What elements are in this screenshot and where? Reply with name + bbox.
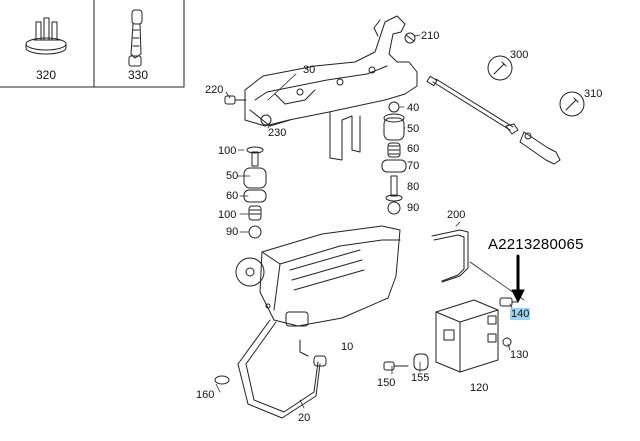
- mount-stack-right: [381, 101, 407, 215]
- cable-330-drawing: [128, 9, 143, 67]
- callout-230: 230: [268, 127, 287, 139]
- pointer-arrow: [511, 254, 525, 303]
- leader-lines: [215, 34, 515, 409]
- callout-155: 155: [411, 372, 430, 384]
- callout-200: 200: [447, 209, 466, 221]
- callout-310: 310: [584, 88, 603, 100]
- callout-60-right: 60: [407, 143, 420, 155]
- callout-300: 300: [510, 49, 529, 61]
- bracket-30-drawing: [244, 15, 418, 161]
- fitting-310-drawing: [519, 131, 561, 165]
- bolt-150-drawing: [383, 361, 409, 371]
- callout-320: 320: [36, 68, 57, 82]
- callout-80: 80: [407, 181, 420, 193]
- valve-block-120-drawing: [435, 299, 499, 373]
- callout-210: 210: [421, 30, 440, 42]
- callout-150: 150: [377, 377, 396, 389]
- callout-60-left: 60: [226, 190, 239, 202]
- callout-90-right: 90: [407, 202, 420, 214]
- callout-330: 330: [128, 68, 149, 82]
- bolt-220-drawing: [224, 95, 247, 105]
- callout-10: 10: [341, 341, 354, 353]
- wrench-icon-300: [487, 55, 513, 81]
- fitting-140-drawing: [499, 297, 519, 307]
- callout-40: 40: [407, 102, 420, 114]
- rod-300-drawing: [426, 75, 519, 135]
- callout-140-highlighted[interactable]: 140: [510, 308, 531, 320]
- callout-100-top: 100: [218, 145, 237, 157]
- clamp-160-drawing: [214, 375, 230, 385]
- callout-90-left: 90: [226, 226, 239, 238]
- callout-50-right: 50: [407, 123, 420, 135]
- compressor-10-drawing: [235, 225, 401, 357]
- callout-160: 160: [196, 389, 215, 401]
- part-number-label: A2213280065: [488, 236, 584, 253]
- hose-20-drawing: [237, 319, 327, 419]
- callout-100-bottom: 100: [218, 209, 237, 221]
- connector-320-drawing: [25, 17, 67, 55]
- callout-130: 130: [510, 349, 529, 361]
- callout-120: 120: [470, 382, 489, 394]
- inset-frame: [0, 0, 185, 88]
- callout-20: 20: [298, 412, 311, 424]
- callout-30: 30: [303, 64, 316, 76]
- wrench-icon-310: [559, 91, 585, 117]
- callout-220: 220: [205, 84, 224, 96]
- nut-230-drawing: [260, 114, 272, 126]
- clip-210-drawing: [404, 32, 416, 44]
- callout-50-left: 50: [226, 170, 239, 182]
- callout-70: 70: [407, 160, 420, 172]
- mount-stack-left: [243, 146, 267, 239]
- fitting-130-drawing: [502, 337, 512, 347]
- bushing-155-drawing: [413, 353, 429, 371]
